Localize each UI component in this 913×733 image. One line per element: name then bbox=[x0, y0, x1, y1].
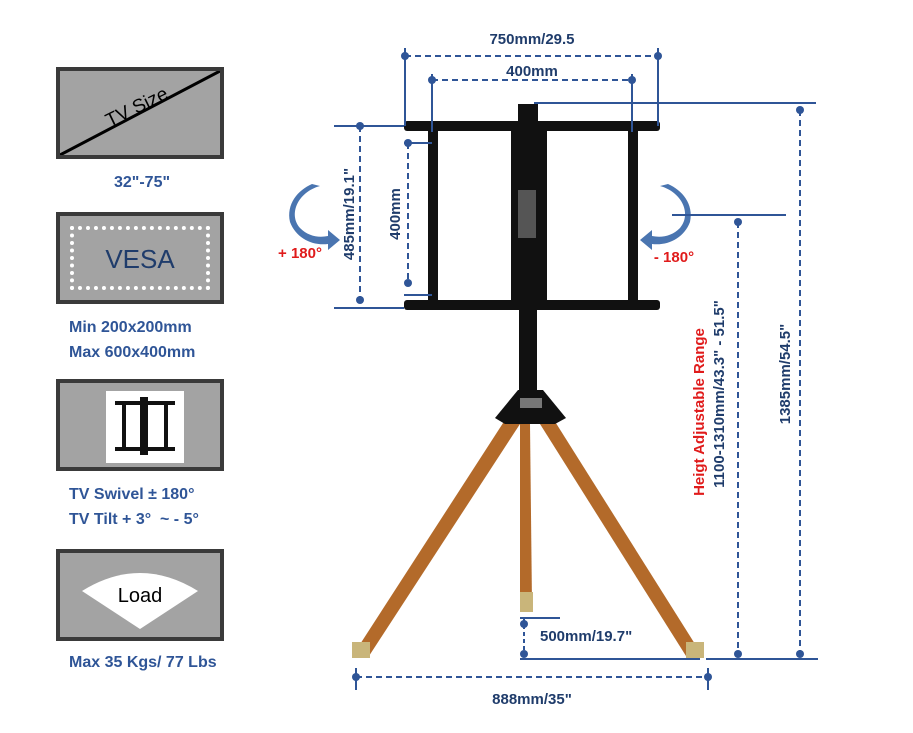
top-width-label: 750mm/29.5 bbox=[489, 31, 574, 48]
rear-leg-label: 500mm/19.7" bbox=[540, 628, 632, 645]
vesa-label: VESA bbox=[105, 244, 175, 274]
rotate-left-icon bbox=[289, 184, 340, 250]
vesa-height-label: 400mm bbox=[387, 188, 404, 240]
vesa-min-caption: Min 200x200mm bbox=[69, 319, 192, 336]
swivel-icon bbox=[56, 379, 224, 471]
swivel-caption: TV Swivel ± 180° bbox=[69, 486, 195, 503]
rotate-right-label: - 180° bbox=[654, 249, 694, 266]
tv-size-icon: TV Size bbox=[56, 67, 224, 159]
tripod-legs bbox=[352, 420, 704, 658]
tv-size-caption: 32"-75" bbox=[113, 174, 171, 191]
frame-height-label: 485mm/19.1" bbox=[341, 168, 358, 260]
adjustable-range-label: 1100-1310mm/43.3" - 51.5" bbox=[711, 300, 728, 488]
total-height-label: 1385mm/54.5" bbox=[777, 324, 794, 425]
rotate-left-label: + 180° bbox=[278, 245, 322, 262]
tv-bracket bbox=[404, 121, 660, 310]
base-width-label: 888mm/35" bbox=[492, 691, 572, 708]
load-caption: Max 35 Kgs/ 77 Lbs bbox=[69, 654, 217, 671]
vesa-icon: VESA bbox=[56, 212, 224, 304]
load-label: Load bbox=[117, 585, 163, 607]
adjustable-range-title: Heigt Adjustable Range bbox=[691, 328, 708, 496]
dimension-markers bbox=[352, 52, 804, 681]
tilt-caption: TV Tilt + 3° ~ - 5° bbox=[69, 511, 199, 528]
vesa-max-caption: Max 600x400mm bbox=[69, 344, 196, 361]
load-icon: Load bbox=[56, 549, 224, 641]
vesa-width-label: 400mm bbox=[506, 63, 558, 80]
rotate-right-icon bbox=[640, 184, 691, 250]
